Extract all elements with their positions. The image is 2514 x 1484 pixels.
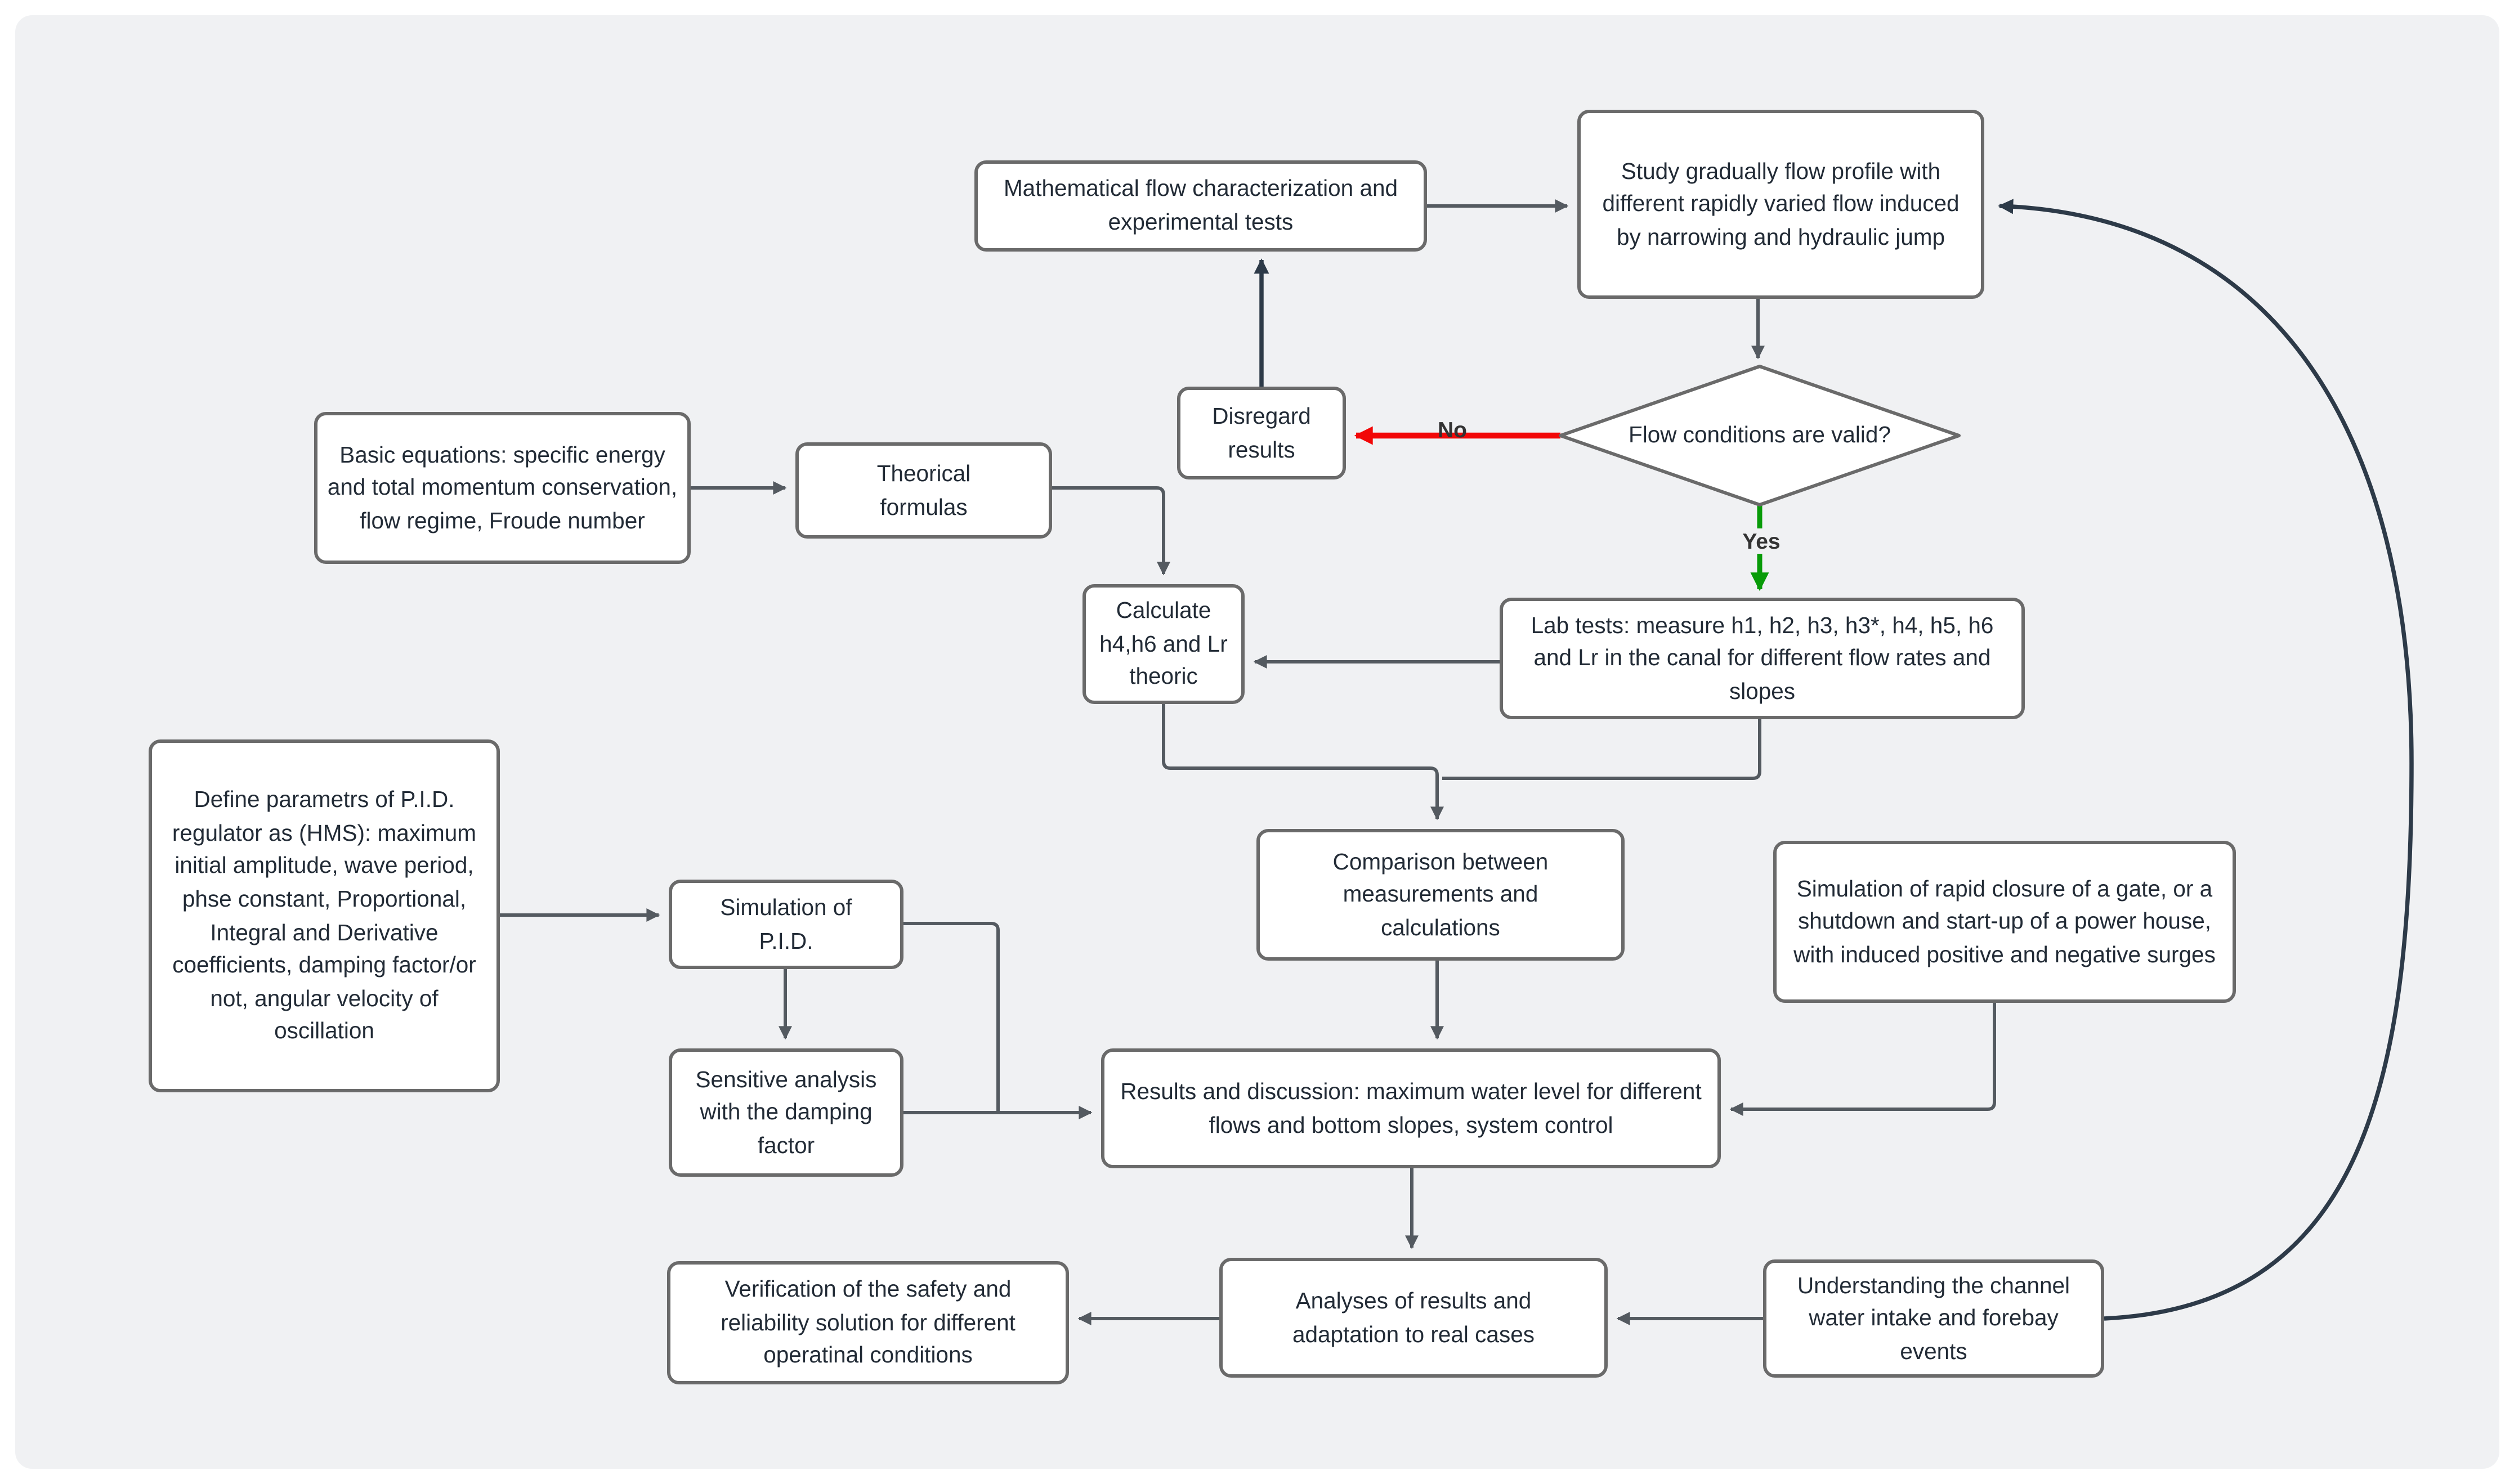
edge-understanding-to-study-curve [1998,199,2414,1321]
edge-label-yes: Yes [1716,528,1807,554]
node-simulation-pid-label: Simulation of P.I.D. [720,894,852,953]
edge-simrapid-to-results [1729,1003,1996,1116]
node-simulation-pid: Simulation of P.I.D. [669,880,903,969]
node-comparison-label: Comparison between measurements and calc… [1332,848,1549,940]
node-lab-tests: Lab tests: measure h1, h2, h3, h3*, h4, … [1500,598,2025,719]
node-basic-equations: Basic equations: specific energy and tot… [314,412,691,564]
node-calculate-theoric-label: Calculate h4,h6 and Lr theoric [1099,598,1228,689]
node-define-pid-parameters-label: Define parametrs of P.I.D. regulator as … [172,787,477,1044]
node-disregard-results-label: Disregard results [1212,403,1311,462]
node-basic-equations-label: Basic equations: specific energy and tot… [327,441,678,533]
node-flow-conditions-valid: Flow conditions are valid? [1608,375,1912,496]
decision-diamond-shape [1559,365,1961,506]
node-simulation-rapid-closure: Simulation of rapid closure of a gate, o… [1773,841,2236,1003]
node-calculate-theoric: Calculate h4,h6 and Lr theoric [1082,584,1245,704]
node-flow-conditions-valid-label: Flow conditions are valid? [1628,422,1891,448]
node-sensitive-analysis: Sensitive analysis with the damping fact… [669,1048,903,1177]
edge-theorical-to-calculate [1052,486,1170,576]
node-verification-safety: Verification of the safety and reliabili… [667,1261,1069,1384]
node-lab-tests-label: Lab tests: measure h1, h2, h3, h3*, h4, … [1531,612,1994,704]
node-study-flow-profile: Study gradually flow profile with differ… [1577,110,1984,299]
edge-simpid-to-junction [903,922,1000,1113]
node-verification-safety-label: Verification of the safety and reliabili… [721,1276,1016,1368]
node-comparison: Comparison between measurements and calc… [1256,829,1625,961]
node-simulation-rapid-closure-label: Simulation of rapid closure of a gate, o… [1793,875,2216,967]
node-study-flow-profile-label: Study gradually flow profile with differ… [1602,158,1960,250]
node-results-discussion-label: Results and discussion: maximum water le… [1120,1078,1702,1137]
node-mathematical-flow: Mathematical flow characterization and e… [974,160,1427,252]
node-theorical-formulas: Theorical formulas [795,442,1052,539]
node-theorical-formulas-label: Theorical formulas [876,460,971,519]
node-sensitive-analysis-label: Sensitive analysis with the damping fact… [695,1066,877,1158]
node-define-pid-parameters: Define parametrs of P.I.D. regulator as … [149,739,500,1092]
node-analyses-results-label: Analyses of results and adaptation to re… [1292,1288,1535,1347]
edge-label-no: No [1437,417,1468,442]
node-analyses-results: Analyses of results and adaptation to re… [1219,1258,1608,1378]
edge-labtests-to-comparison [1442,719,1761,780]
node-mathematical-flow-label: Mathematical flow characterization and e… [1003,176,1398,235]
node-results-discussion: Results and discussion: maximum water le… [1101,1048,1721,1168]
node-disregard-results: Disregard results [1177,387,1346,479]
node-understanding-channel: Understanding the channel water intake a… [1763,1259,2104,1378]
node-understanding-channel-label: Understanding the channel water intake a… [1797,1272,2070,1364]
edge-calculate-to-comparison [1162,704,1444,821]
